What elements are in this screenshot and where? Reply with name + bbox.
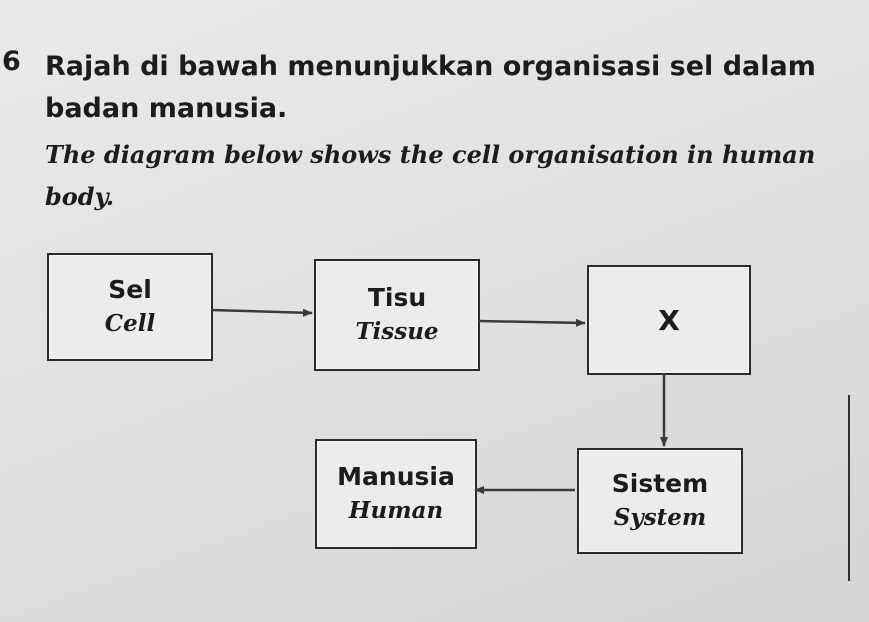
question-text-malay: Rajah di bawah menunjukkan organisasi se… xyxy=(45,51,816,124)
question-text-english: The diagram below shows the cell organis… xyxy=(45,140,816,211)
node-tissue-english: Tissue xyxy=(355,318,439,345)
node-tissue-malay: Tisu xyxy=(367,283,427,312)
node-x-label: X xyxy=(658,303,680,337)
page-margin-line xyxy=(848,395,850,581)
node-human-malay: Manusia xyxy=(337,462,455,491)
node-system: Sistem System xyxy=(577,448,743,554)
node-human-english: Human xyxy=(348,497,444,524)
node-human: Manusia Human xyxy=(315,439,477,549)
node-system-english: System xyxy=(613,504,707,531)
node-cell-english: Cell xyxy=(104,310,156,337)
arrow-tissue-to-x xyxy=(477,318,586,327)
node-system-malay: Sistem xyxy=(611,469,709,498)
node-tissue: Tisu Tissue xyxy=(314,259,480,371)
question-number: 6 xyxy=(2,46,21,77)
arrow-cell-to-tissue xyxy=(210,308,313,317)
node-cell: Sel Cell xyxy=(47,253,213,361)
node-cell-malay: Sel xyxy=(108,275,152,304)
node-x: X xyxy=(587,265,751,375)
